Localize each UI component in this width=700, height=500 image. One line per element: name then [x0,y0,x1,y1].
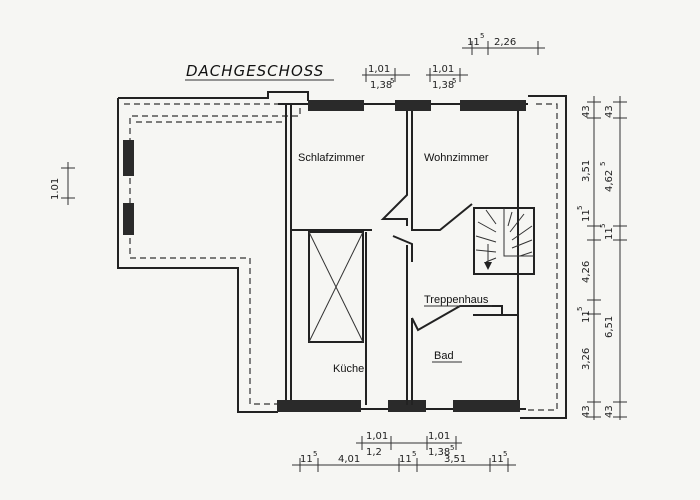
dim-right-r6: 3,26 [581,348,592,370]
dim-right-o4: 6,51 [604,316,615,338]
dim-bottom-b-sup: 1,01 [428,431,450,442]
dim-bottom-a-sub: 1,2 [366,447,382,458]
dim-right-o1: 43 [604,105,615,118]
bottom-dimensions: 1,01 1,2 1,01 1,38 5 11 5 4,01 11 5 3,51… [292,431,516,472]
dim-right-r2: 3,51 [581,160,592,182]
dim-right-r1: 43 [581,105,592,118]
room-bad: Bad [434,350,454,362]
right-outer-dimensions: 43 4,62 5 11 5 6,51 43 [599,96,627,420]
dim-bottom-s5-exp: 5 [503,450,507,458]
dim-bottom-s5: 11 [491,454,504,465]
dim-bottom-b-sub: 1,38 [428,447,450,458]
dim-right-o3-exp: 5 [599,224,607,228]
dim-top-c-val: 2,26 [494,37,516,48]
dim-top-c-pre: 11 [467,37,480,48]
room-treppenhaus: Treppenhaus [424,294,489,306]
dim-bottom-s3-exp: 5 [412,450,416,458]
dim-bottom-s1: 11 [300,454,313,465]
dim-right-r5: 11 [581,310,592,323]
dim-top-a-sup: 1,01 [368,64,390,75]
dim-right-r3: 11 [581,209,592,222]
room-wohnzimmer: Wohnzimmer [424,152,489,164]
plan-title: DACHGESCHOSS [186,62,324,80]
room-schlafzimmer: Schlafzimmer [298,152,365,164]
top-dimensions: 1,01 1,38 5 1,01 1,38 5 11 5 2,26 [362,32,545,91]
window-bottom-middle [388,400,426,412]
dim-top-a-sub: 1,38 [370,80,392,91]
window-top-middle [395,100,431,111]
dim-top-a-exp: 5 [390,77,394,85]
dim-bottom-a-sup: 1,01 [366,431,388,442]
windows [277,100,526,412]
window-kueche [277,400,361,412]
dim-bottom-b-exp: 5 [450,444,454,452]
window-west-1 [123,140,134,176]
dim-bottom-s1-exp: 5 [313,450,317,458]
dim-bottom-s3: 11 [399,454,412,465]
window-schlafzimmer [308,100,364,111]
room-kueche: Küche [333,363,364,375]
window-wohnzimmer [460,100,526,111]
dim-right-r5-exp: 5 [576,307,584,311]
window-west-2 [123,203,134,235]
dim-top-b-sup: 1,01 [432,64,454,75]
dim-right-o2-exp: 5 [599,162,607,166]
dim-top-c-pre-exp: 5 [480,32,484,40]
dim-bottom-s4: 3,51 [444,454,466,465]
dim-top-b-sub: 1,38 [432,80,454,91]
kitchen-void [308,231,364,343]
dim-right-r7: 43 [581,405,592,418]
dim-right-o2: 4,62 [604,170,615,192]
dim-right-o3: 11 [604,227,615,240]
left-dimension: 1.01 [50,162,75,205]
dim-bottom-s2: 4,01 [338,454,360,465]
dim-left-v: 1.01 [50,178,61,200]
right-inner-dimensions: 43 3,51 11 5 4,26 11 5 3,26 43 [576,96,601,420]
dim-top-b-exp: 5 [452,77,456,85]
staircase [473,207,535,275]
dim-right-r4: 4,26 [581,261,592,283]
dim-right-r3-exp: 5 [576,206,584,210]
west-wing [117,91,309,413]
window-bad [453,400,520,412]
dim-right-o5: 43 [604,405,615,418]
